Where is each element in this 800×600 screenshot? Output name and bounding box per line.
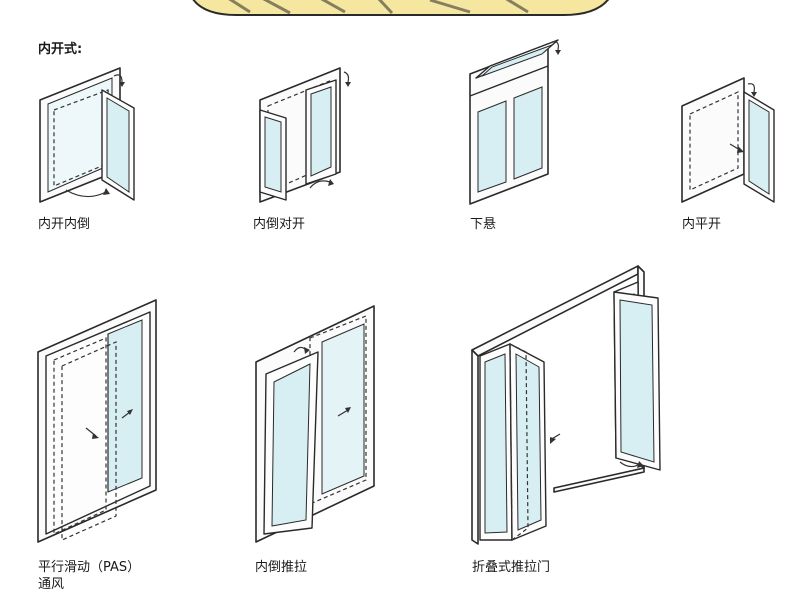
figure-bottom-hung <box>462 34 582 209</box>
figure-inward-tilt-slide <box>248 296 388 548</box>
figure-label: 内倒推拉 <box>255 560 308 575</box>
inward-casement-tilt-illustration <box>39 67 135 203</box>
figure-label: 内平开 <box>682 217 722 232</box>
figure-label: 平行滑动（PAS） 通风 <box>38 560 141 592</box>
section-title: 内开式: <box>38 42 83 57</box>
figure-inward-casement-tilt <box>30 60 150 210</box>
figure-folding-slide-door <box>464 258 684 548</box>
figure-label: 折叠式推拉门 <box>472 560 551 575</box>
figure-label: 下悬 <box>470 217 497 232</box>
figure-inward-parallel-open <box>674 70 784 210</box>
figure-parallel-slide <box>30 290 170 550</box>
figure-label: 内倒对开 <box>253 217 306 232</box>
figure-inward-tilt-double <box>246 60 366 210</box>
figure-label: 内开内倒 <box>38 217 91 232</box>
title-banner-cropped <box>0 0 800 24</box>
